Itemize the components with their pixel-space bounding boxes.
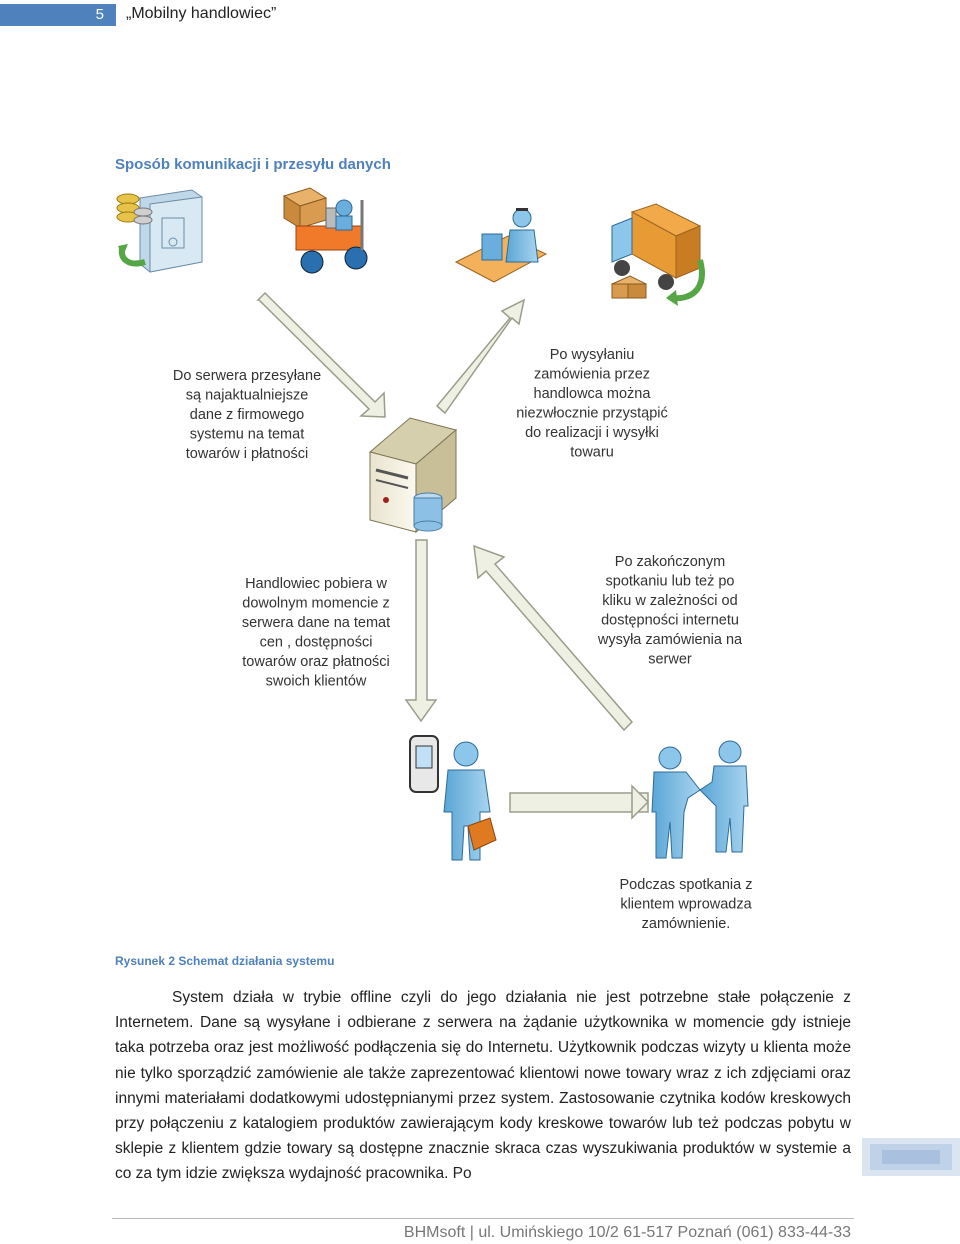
label-server-sync: Do serwera przesyłane są najaktualniejsze… xyxy=(173,368,321,462)
label-server-sync-line: są najaktualniejsze xyxy=(186,388,309,404)
label-download-line: cen , dostępności xyxy=(260,635,373,651)
server-icon xyxy=(368,417,458,534)
arrow-to-server-upload xyxy=(473,544,634,732)
label-after-send-line: zamówienia przez xyxy=(534,367,650,383)
delivery-truck-icon xyxy=(610,203,705,306)
arrow-server-to-salesman xyxy=(404,539,438,723)
label-meeting-line: klientem wprowadza xyxy=(620,897,752,913)
label-after-send-line: handlowca można xyxy=(534,386,652,402)
page-number: 5 xyxy=(95,6,104,23)
arrow-to-server xyxy=(256,291,386,418)
label-after-send-line: Po wysyłaniu xyxy=(550,347,635,363)
label-server-sync-line: dane z firmowego xyxy=(190,407,304,423)
label-meeting-line: Podczas spotkania z xyxy=(620,877,753,893)
label-after-send-line: do realizacji i wysyłki xyxy=(525,425,659,441)
label-upload: Po zakończonym spotkaniu lub też po kliku … xyxy=(597,554,743,668)
label-server-sync-line: towarów i płatności xyxy=(186,446,309,462)
label-download-line: Handlowiec pobiera w xyxy=(245,576,387,592)
label-meeting: Podczas spotkania z klientem wprowadza zam… xyxy=(620,877,753,932)
label-download-line: swoich klientów xyxy=(266,674,367,690)
label-after-send: Po wysyłaniu zamówienia przez handlowca mo… xyxy=(516,347,668,461)
label-download-line: towarów oraz płatności xyxy=(242,654,390,670)
label-upload-line: kliku w zależności od xyxy=(602,593,737,609)
figure-caption: Rysunek 2 Schemat działania systemu xyxy=(115,954,335,968)
body-paragraph: System działa w trybie offline czyli do … xyxy=(115,989,851,1183)
footer-rule xyxy=(112,1218,854,1219)
label-upload-line: spotkaniu lub też po xyxy=(606,574,735,590)
footer-address: BHMsoft | ul. Umińskiego 10/2 61-517 Poz… xyxy=(403,1224,851,1241)
arrow-to-office xyxy=(435,298,526,415)
label-download-line: serwera dane na temat xyxy=(242,615,390,631)
label-server-sync-line: Do serwera przesyłane xyxy=(173,368,321,384)
salesman-pda-icon xyxy=(409,735,497,861)
label-download-line: dowolnym momencie z xyxy=(242,596,389,612)
label-server-sync-line: systemu na temat xyxy=(190,427,304,443)
document-title: „Mobilny handlowiec” xyxy=(126,5,277,22)
office-worker-icon xyxy=(454,208,548,283)
label-after-send-line: towaru xyxy=(570,445,614,461)
header-page-tab: 5 xyxy=(0,4,116,26)
label-upload-line: wysyła zamówienia na xyxy=(597,632,743,648)
arrow-handshake-to-salesman xyxy=(509,792,649,813)
handshake-icon xyxy=(651,740,749,859)
system-diagram: Do serwera przesyłane są najaktualniejsze… xyxy=(116,187,753,932)
safe-coins-icon xyxy=(116,189,203,273)
arrow-handshake-head xyxy=(631,784,650,820)
forklift-icon xyxy=(282,187,368,274)
label-upload-line: serwer xyxy=(648,652,692,668)
label-upload-line: Po zakończonym xyxy=(615,554,725,570)
section-heading: Sposób komunikacji i przesyłu danych xyxy=(115,156,391,173)
label-after-send-line: niezwłocznie przystąpić xyxy=(516,406,668,422)
page-corner-decoration xyxy=(862,1138,960,1176)
label-download: Handlowiec pobiera w dowolnym momencie z s… xyxy=(242,576,390,690)
label-meeting-line: zamównienie. xyxy=(642,916,731,932)
label-upload-line: dostępności internetu xyxy=(601,613,739,629)
